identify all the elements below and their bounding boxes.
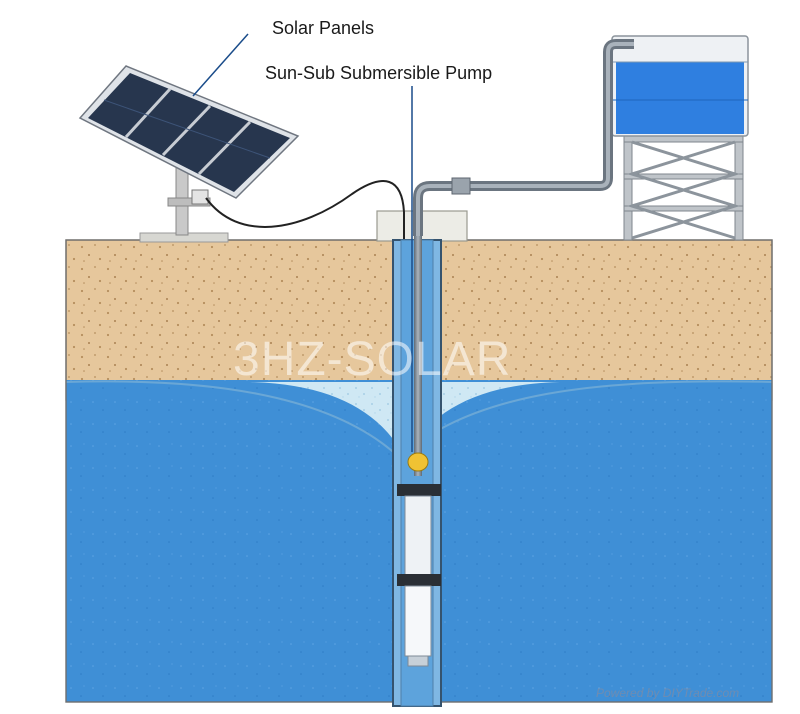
outlet-pipe-highlight xyxy=(416,42,634,236)
riser-pipe xyxy=(414,236,422,476)
credit-text: Powered by DIYTrade.com xyxy=(596,686,740,700)
watermark: 3HZ-SOLAR xyxy=(233,333,512,386)
solar-panel-assembly xyxy=(78,65,300,243)
borehole xyxy=(392,236,442,707)
power-cable xyxy=(205,180,405,470)
junction-box xyxy=(191,189,209,205)
pump-clamp xyxy=(397,574,441,586)
pump-float-valve xyxy=(407,452,429,472)
pump-motor-end xyxy=(407,655,429,667)
solar-panels-leader xyxy=(192,33,249,97)
pump-motor xyxy=(404,585,432,657)
pump-body xyxy=(404,495,432,579)
panel-divider xyxy=(161,104,212,157)
pump-label: Sun-Sub Submersible Pump xyxy=(265,63,493,83)
tower-leg-left xyxy=(623,135,633,241)
pipe-coupling xyxy=(451,177,471,195)
panel-divider xyxy=(197,120,252,176)
tank-water xyxy=(616,62,744,134)
tower-leg-right xyxy=(734,135,744,241)
tower-rail xyxy=(623,173,744,180)
tower-rail xyxy=(623,205,744,212)
panel-cells xyxy=(88,73,290,192)
tower-bracing xyxy=(626,140,741,240)
panel-divider xyxy=(124,87,172,139)
solar-panels-label: Solar Panels xyxy=(272,18,375,38)
delivery-pipe xyxy=(413,39,634,236)
tower-rail xyxy=(623,135,744,143)
pump-clamp xyxy=(397,484,441,496)
panel-glare xyxy=(103,99,271,159)
water-tank-tower xyxy=(611,35,749,241)
